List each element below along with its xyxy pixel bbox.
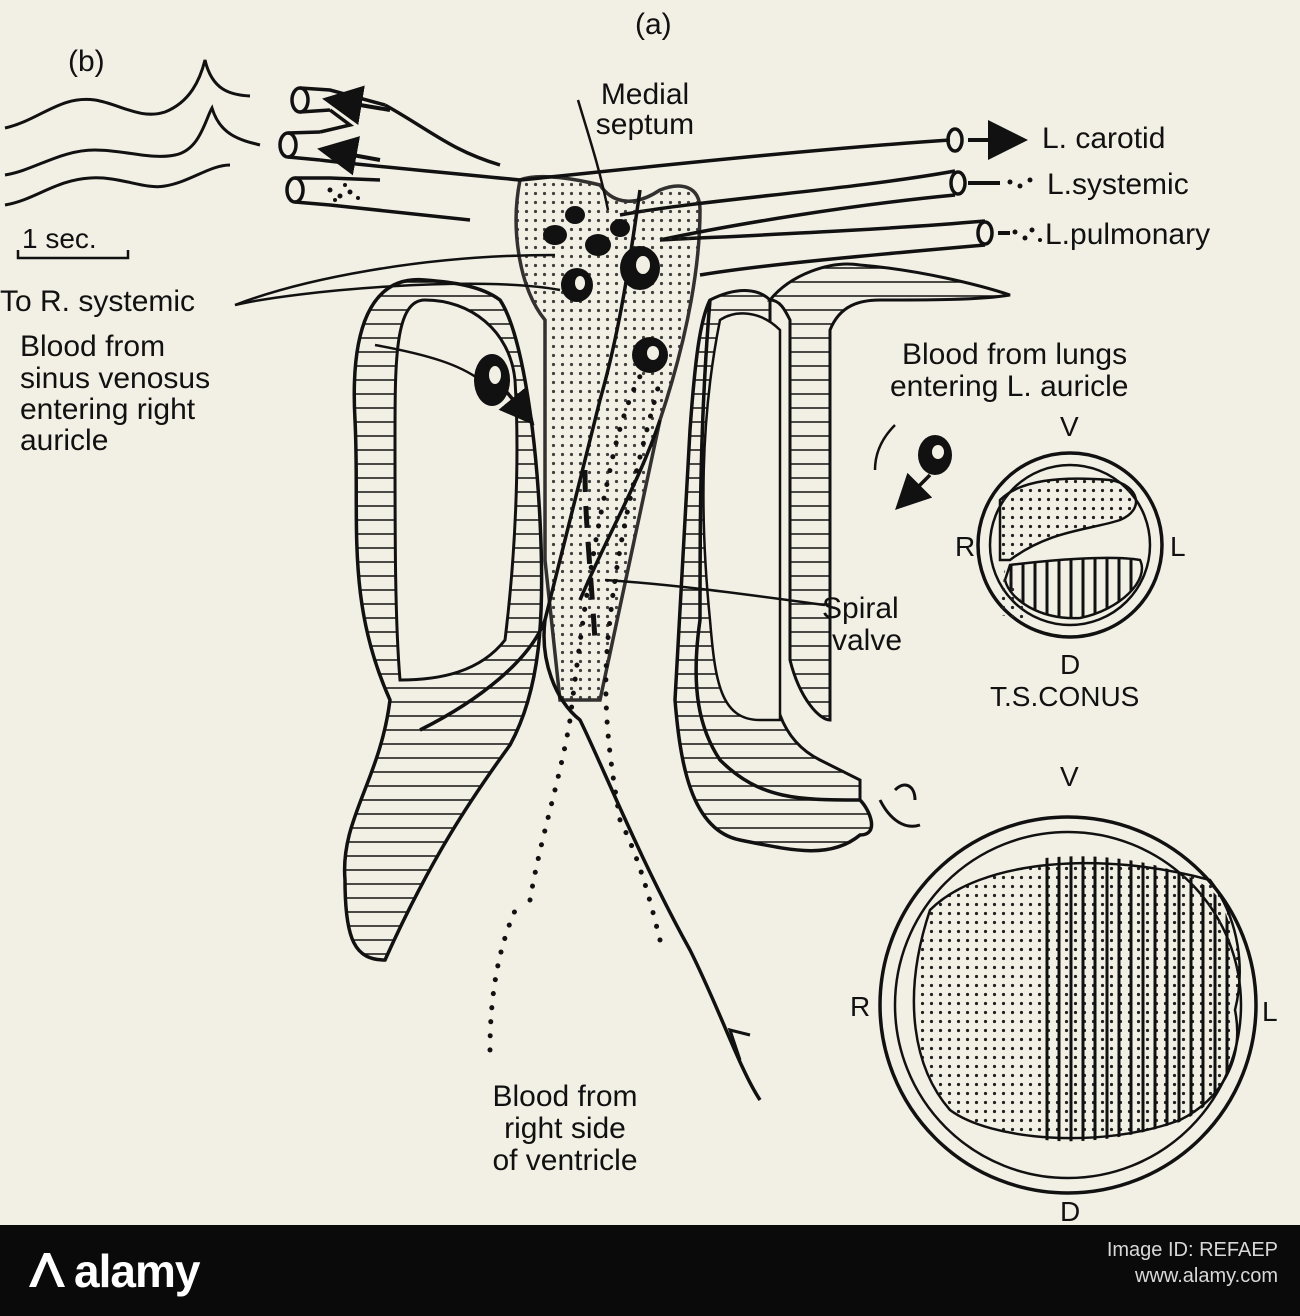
image-id-label: Image ID: REFAEP [1106, 1239, 1278, 1261]
left-vessel-stubs [278, 86, 521, 222]
to-r-systemic-label: To R. systemic [0, 285, 196, 318]
scale-bar [16, 250, 130, 260]
dashed-flow [582, 469, 598, 641]
medial-septum-lines [419, 189, 762, 1101]
valve-highlights [489, 256, 944, 459]
sinus-label-1: Blood from [20, 330, 166, 363]
medial-septum-label-2: septum [595, 108, 695, 141]
valve-arrows [498, 387, 933, 510]
ventricle-label-3: of ventricle [492, 1144, 638, 1177]
site-url: www.alamy.com [1135, 1265, 1278, 1287]
left-flow-arrows [317, 85, 391, 176]
l-systemic-label: L.systemic [1047, 168, 1189, 201]
brand-logo: alamy [24, 1245, 200, 1297]
ventricle-label-1: Blood from [492, 1080, 638, 1113]
l-pulmonary-label: L.pulmonary [1045, 218, 1211, 251]
brand-name: alamy [74, 1245, 200, 1297]
ventricle-label-2: right side [504, 1112, 626, 1145]
leader-lines [234, 99, 1041, 607]
stock-footer-bar: alamy Image ID: REFAEP www.alamy.com [0, 1225, 1300, 1316]
pressure-traces [4, 59, 261, 207]
lungs-label-2: entering L. auricle [890, 370, 1129, 403]
spiral-valve-label-1: Spiral [822, 592, 899, 625]
heart-diagram-figure: (a) (b) Medial septum L. carotid L.syste… [0, 8, 1278, 1227]
section1-l-label: L [1170, 531, 1186, 562]
right-auricle [342, 278, 544, 962]
heart-drawing [4, 59, 1258, 1195]
section2-l-label: L [1262, 996, 1278, 1027]
conus-arteriosus [514, 174, 702, 702]
ts-conus-section-upper [976, 451, 1164, 639]
scale-bar-label: 1 sec. [22, 223, 97, 254]
image-info: Image ID: REFAEP www.alamy.com [1107, 1237, 1278, 1289]
dotted-flow-ventricle [487, 357, 663, 1053]
dotted-flow-right [1007, 177, 1042, 242]
lungs-label-1: Blood from lungs [902, 338, 1128, 371]
dotted-flow-left [327, 183, 360, 202]
section1-d-label: D [1060, 649, 1081, 680]
sinus-label-2: sinus venosus [20, 362, 211, 395]
ts-conus-title: T.S.CONUS [990, 681, 1140, 712]
spiral-valve-label-2: valve [832, 624, 903, 657]
sinus-label-3: entering right [20, 393, 196, 426]
panel-b-label: (b) [68, 45, 105, 78]
section2-r-label: R [850, 991, 871, 1022]
ts-conus-section-lower [878, 815, 1258, 1195]
section2-d-label: D [1060, 1196, 1081, 1227]
section2-v-label: V [1060, 761, 1079, 792]
section1-r-label: R [955, 531, 976, 562]
l-carotid-label: L. carotid [1042, 122, 1166, 155]
medial-septum-label-1: Medial [600, 78, 690, 111]
right-flow-arrows [968, 120, 1028, 235]
sinus-label-4: auricle [20, 424, 109, 457]
brand-mark-icon [29, 1253, 65, 1287]
panel-a-label: (a) [635, 8, 672, 41]
section1-v-label: V [1060, 411, 1079, 442]
left-auricle [673, 262, 1011, 853]
